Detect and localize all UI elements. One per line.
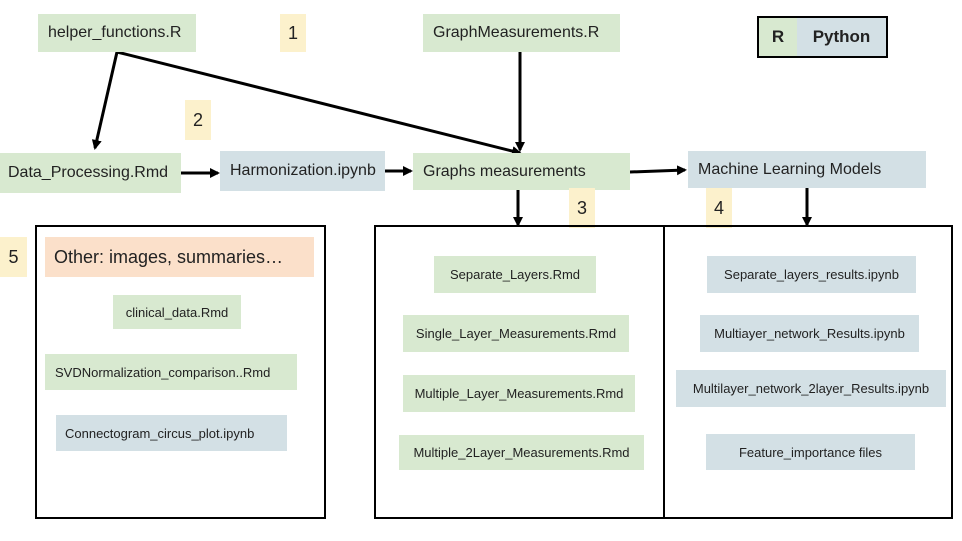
- graphs-measurements-label: Graphs measurements: [423, 162, 586, 180]
- result-item-feature-importance: Feature_importance files: [706, 434, 915, 470]
- ml-models-node: Machine Learning Models: [688, 151, 926, 188]
- graphmeasurements-r-node: GraphMeasurements.R: [423, 14, 620, 52]
- number-5: 5: [0, 237, 27, 277]
- ml-models-label: Machine Learning Models: [698, 160, 882, 178]
- legend-python: Python: [797, 18, 886, 56]
- other-frame: [35, 225, 326, 519]
- measurement-item-label: Separate_Layers.Rmd: [449, 267, 581, 282]
- measurement-item-separate: Separate_Layers.Rmd: [434, 256, 596, 293]
- measurement-item-label: Multiple_2Layer_Measurements.Rmd: [413, 445, 630, 460]
- other-title-node: Other: images, summaries…: [45, 237, 314, 277]
- other-item-svd: SVDNormalization_comparison..Rmd: [45, 354, 297, 390]
- arrow-helper-to-dataprocessing: [91, 51, 119, 150]
- result-item-multilayer-2layer: Multilayer_network_2layer_Results.ipynb: [676, 370, 946, 407]
- number-2: 2: [185, 100, 211, 140]
- other-item-clinical: clinical_data.Rmd: [113, 295, 241, 329]
- harmonization-label: Harmonization.ipynb: [230, 162, 376, 179]
- legend-python-label: Python: [812, 27, 871, 46]
- results-frame: [663, 225, 953, 519]
- result-item-label: Separate_layers_results.ipynb: [724, 267, 899, 282]
- legend: R Python: [757, 16, 888, 58]
- number-1: 1: [280, 14, 306, 52]
- other-item-connectogram: Connectogram_circus_plot.ipynb: [56, 415, 287, 451]
- measurement-item-multiple2: Multiple_2Layer_Measurements.Rmd: [399, 435, 644, 470]
- arrow-graphs-to-ml: [629, 165, 687, 176]
- legend-r: R: [759, 18, 797, 56]
- helper-functions-label: helper_functions.R: [48, 24, 182, 41]
- harmonization-node: Harmonization.ipynb: [220, 151, 385, 191]
- result-item-separate: Separate_layers_results.ipynb: [707, 256, 916, 293]
- measurement-item-label: Multiple_Layer_Measurements.Rmd: [414, 386, 624, 401]
- result-item-label: Multilayer_network_2layer_Results.ipynb: [692, 381, 930, 396]
- result-item-label: Feature_importance files: [738, 444, 883, 460]
- number-3: 3: [569, 188, 595, 228]
- number-4: 4: [706, 188, 732, 228]
- other-item-label: SVDNormalization_comparison..Rmd: [55, 364, 271, 380]
- result-item-label: Multiayer_network_Results.ipynb: [714, 326, 905, 341]
- arrow-helper-to-graphs: [116, 50, 522, 156]
- other-item-label: Connectogram_circus_plot.ipynb: [65, 425, 255, 441]
- measurement-item-single: Single_Layer_Measurements.Rmd: [403, 315, 629, 352]
- graphmeasurements-r-label: GraphMeasurements.R: [433, 24, 600, 41]
- other-item-label: clinical_data.Rmd: [125, 304, 229, 320]
- legend-r-label: R: [771, 27, 785, 46]
- other-title-label: Other: images, summaries…: [54, 246, 284, 267]
- measurement-item-label: Single_Layer_Measurements.Rmd: [415, 326, 617, 341]
- graphs-measurements-node: Graphs measurements: [413, 153, 630, 190]
- data-processing-label: Data_Processing.Rmd: [8, 164, 169, 181]
- helper-functions-node: helper_functions.R: [38, 14, 196, 52]
- data-processing-node: Data_Processing.Rmd: [0, 153, 181, 193]
- result-item-multiayer: Multiayer_network_Results.ipynb: [700, 315, 919, 352]
- measurement-item-multiple: Multiple_Layer_Measurements.Rmd: [403, 375, 635, 412]
